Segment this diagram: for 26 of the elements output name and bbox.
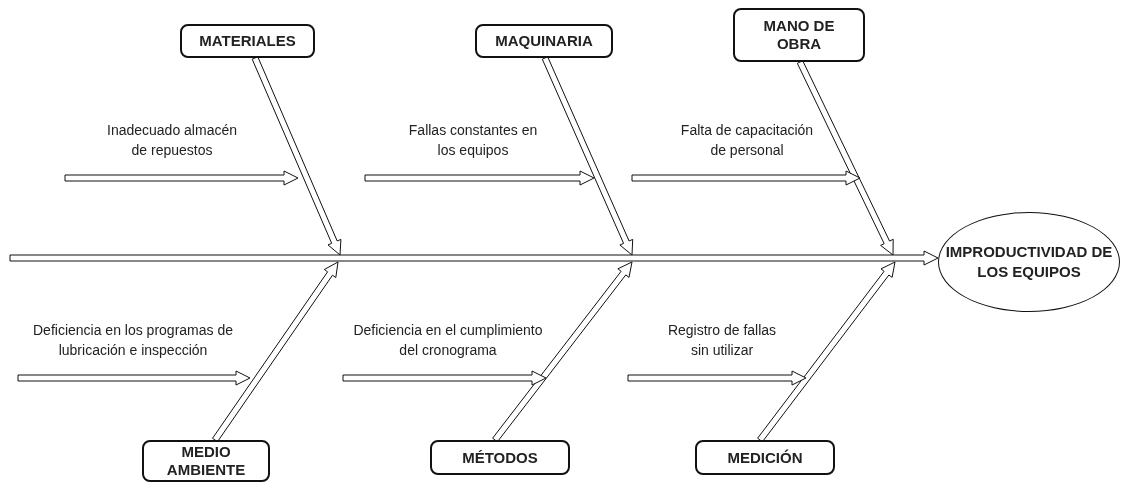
spine-arrow	[9, 250, 939, 266]
arrow	[631, 170, 861, 186]
arrow	[17, 370, 251, 386]
cause-text: Fallas constantes en los equipos	[365, 120, 548, 172]
arrow	[212, 261, 339, 443]
arrow	[796, 60, 894, 256]
effect-ellipse: IMPRODUCTIVIDAD DE LOS EQUIPOS	[938, 212, 1120, 312]
cause-text: Falta de capacitación de personal	[632, 120, 822, 172]
category-box: MÉTODOS	[430, 440, 570, 475]
arrow	[64, 170, 299, 186]
category-box: MEDICIÓN	[695, 440, 835, 475]
category-box: MATERIALES	[180, 24, 315, 58]
arrow	[541, 56, 634, 256]
arrow	[757, 261, 896, 443]
arrow	[342, 370, 547, 386]
category-box: MAQUINARIA	[475, 24, 613, 58]
category-box: MANO DE OBRA	[733, 8, 865, 62]
arrow	[251, 56, 342, 256]
arrow	[364, 170, 595, 186]
cause-text: Inadecuado almacén de repuestos	[65, 120, 242, 172]
cause-text: Registro de fallas sin utilizar	[628, 320, 785, 372]
cause-text: Deficiencia en los programas de lubricación e inspección	[18, 320, 233, 372]
category-box: MEDIO AMBIENTE	[142, 440, 270, 482]
cause-text: Deficiencia en el cumplimiento del cronograma	[343, 320, 553, 372]
arrow	[492, 261, 633, 443]
arrow	[627, 370, 807, 386]
